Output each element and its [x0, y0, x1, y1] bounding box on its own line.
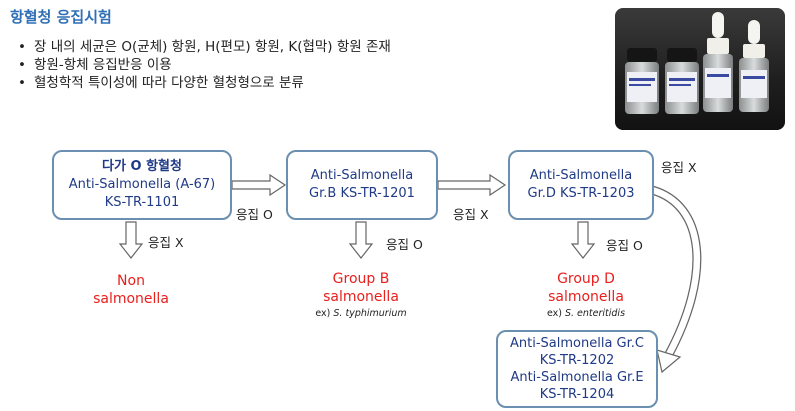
box3-line1: Anti-Salmonella — [529, 168, 633, 183]
bullet-text: 항원-항체 응집반응 이용 — [34, 57, 172, 73]
result-group-d: Group D salmonella — [530, 270, 642, 306]
result2-line2: salmonella — [323, 289, 399, 305]
box2-line2: Gr.B KS-TR-1201 — [309, 186, 415, 201]
box3-line2: Gr.D KS-TR-1203 — [527, 186, 635, 201]
arrow-down-box2 — [348, 221, 374, 259]
example-group-b: ex) S. typhimurium — [300, 308, 422, 319]
arrow-box2-to-box3 — [437, 173, 507, 197]
box-group-d-antiserum: Anti-Salmonella Gr.D KS-TR-1203 — [508, 150, 654, 220]
bullet-list: •장 내의 세균은 O(균체) 항원, H(편모) 항원, K(협막) 항원 존… — [18, 38, 391, 92]
arrow-down-box1 — [118, 221, 144, 259]
box-group-c-e-antiserum: Anti-Salmonella Gr.C KS-TR-1202 Anti-Sal… — [496, 330, 658, 408]
arrow-box1-to-box2 — [231, 173, 287, 197]
result-non-salmonella: Non salmonella — [85, 272, 177, 308]
arrow-curve-box3-to-box4 — [650, 185, 702, 374]
box1-title: 다가 O 항혈청 — [102, 159, 182, 174]
label-agglutination-x: 응집 X — [661, 160, 697, 175]
bullet-item: •혈청학적 특이성에 따라 다양한 혈청형으로 분류 — [18, 75, 304, 91]
box2-line1: Anti-Salmonella — [310, 168, 414, 183]
bullet-item: •장 내의 세균은 O(균체) 항원, H(편모) 항원, K(협막) 항원 존… — [18, 39, 391, 55]
box4-line4: KS-TR-1204 — [539, 387, 615, 402]
box1-line2: Anti-Salmonella (A-67) — [68, 177, 216, 192]
bullet-item: •항원-항체 응집반응 이용 — [18, 57, 172, 73]
box-group-b-antiserum: Anti-Salmonella Gr.B KS-TR-1201 — [286, 150, 438, 220]
box-polyvalent-o-antiserum: 다가 O 항혈청 Anti-Salmonella (A-67) KS-TR-11… — [52, 150, 232, 220]
result-group-b: Group B salmonella — [305, 270, 417, 306]
example-group-d: ex) S. enteritidis — [530, 308, 642, 319]
box4-line3: Anti-Salmonella Gr.E — [510, 370, 644, 385]
box1-line3: KS-TR-1101 — [104, 195, 180, 210]
bullet-text: 장 내의 세균은 O(균체) 항원, H(편모) 항원, K(협막) 항원 존재 — [34, 39, 391, 55]
example-species: S. typhimurium — [333, 308, 407, 319]
result3-line2: salmonella — [548, 289, 624, 305]
example-prefix: ex) — [315, 308, 334, 319]
result1-line1: Non — [117, 273, 145, 289]
arrow-down-box3 — [570, 221, 596, 259]
antiserum-vials-photo — [615, 8, 785, 130]
slide-title: 항혈청 응집시험 — [10, 8, 112, 26]
result3-line1: Group D — [557, 271, 615, 287]
label-agglutination-o: 응집 O — [236, 207, 273, 222]
result2-line1: Group B — [332, 271, 390, 287]
box4-line2: KS-TR-1202 — [539, 353, 615, 368]
label-agglutination-o: 응집 O — [386, 237, 423, 252]
vials-illustration — [625, 12, 769, 114]
result1-line2: salmonella — [93, 291, 169, 307]
label-agglutination-x: 응집 X — [453, 207, 489, 222]
label-agglutination-o: 응집 O — [606, 238, 643, 253]
label-agglutination-x: 응집 X — [148, 235, 184, 250]
box4-line1: Anti-Salmonella Gr.C — [510, 336, 644, 351]
example-prefix: ex) — [546, 308, 565, 319]
bullet-text: 혈청학적 특이성에 따라 다양한 혈청형으로 분류 — [34, 75, 304, 91]
example-species: S. enteritidis — [564, 308, 626, 319]
